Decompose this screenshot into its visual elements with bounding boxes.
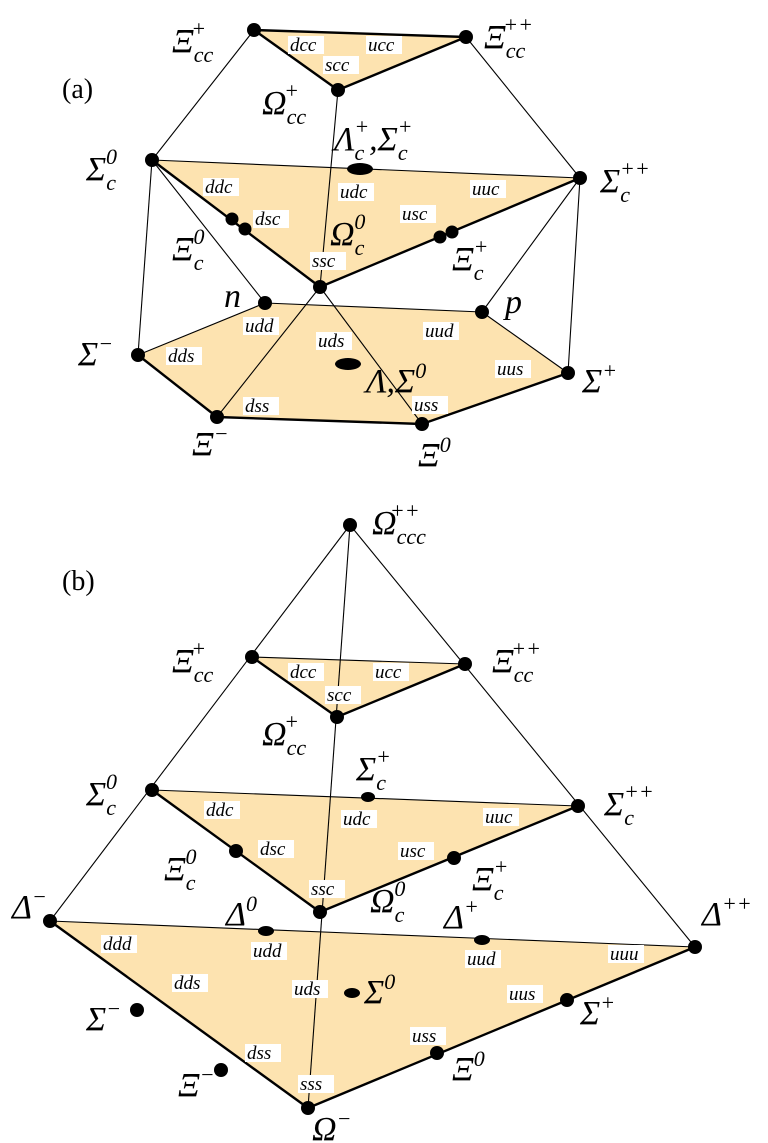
particle-name: Σ+	[579, 990, 615, 1032]
quark-label: dcc	[290, 662, 317, 683]
particle-name: n	[224, 278, 241, 315]
quark-label: dss	[247, 1043, 271, 1064]
quark-label: ssc	[312, 251, 336, 272]
quark-label: uus	[497, 359, 523, 380]
quark-label: usc	[402, 204, 428, 225]
quark-label: uud	[467, 949, 496, 970]
panel-label-b: (b)	[62, 566, 95, 597]
quark-label: uss	[414, 395, 438, 416]
particle-name: Ξcc+	[172, 636, 213, 687]
particle-name: Σc0	[85, 144, 117, 195]
particle-name: Ξcc++	[492, 636, 541, 687]
particle-name: Σc++	[603, 779, 654, 830]
panel-a-quark-labels: dcc ucc scc udc ddc dsc usc uuc ssc udd …	[166, 35, 531, 417]
particle-name: Λc+,Σc+	[331, 114, 413, 165]
particle-name: Δ+	[442, 894, 479, 936]
particle-name: Ξc+	[452, 234, 488, 285]
particle-name: Ωccc++	[372, 498, 426, 549]
quark-label: ucc	[375, 662, 402, 683]
panel-a: dcc ucc scc udc ddc dsc usc uuc ssc udd …	[62, 12, 650, 474]
quark-label: uud	[425, 321, 454, 342]
quark-label: dsc	[260, 839, 286, 860]
quark-label: ddc	[205, 177, 233, 198]
quark-label: uuu	[610, 944, 639, 965]
quark-label: dcc	[290, 35, 317, 56]
particle-name: Ξc0	[164, 844, 197, 895]
particle-name: Ωcc+	[262, 78, 306, 129]
particle-name: Σ0	[363, 969, 395, 1011]
particle-name: Ωc0	[370, 876, 405, 927]
quark-label: dss	[245, 396, 269, 417]
quark-label: dds	[168, 346, 194, 367]
quark-label: uds	[318, 331, 344, 352]
panel-a-dots	[131, 23, 587, 431]
panel-label-a: (a)	[62, 74, 93, 105]
particle-name: Ξ−	[192, 421, 229, 463]
quark-label: sss	[300, 1074, 322, 1095]
particle-name: Ω−	[312, 1106, 351, 1143]
particle-name: Ξ−	[178, 1062, 215, 1104]
particle-name: Δ++	[700, 891, 752, 933]
particle-name: Σc+	[355, 744, 391, 795]
quark-label: scc	[327, 685, 352, 706]
particle-name: Λ,Σ0	[363, 358, 426, 400]
quark-label: dsc	[255, 209, 281, 230]
quark-label: udd	[253, 941, 282, 962]
quark-label: udc	[343, 809, 371, 830]
panel-a-particle-names: Ξcc+ Ξcc++ Ωcc+ Λc+,Σc+ Σc0 Σc++ Ωc0 Ξc0	[77, 12, 650, 474]
quark-label: ddc	[206, 800, 234, 821]
particle-name: Ωcc+	[262, 709, 306, 760]
particle-name: Ξ0	[418, 432, 451, 474]
panel-a-thin-edges	[137, 29, 581, 425]
quark-label: uss	[412, 1026, 436, 1047]
panel-b-particle-names: Ωccc++ Ξcc+ Ξcc++ Ωcc+ Σc+ Σc0 Σc++ Ξc0	[10, 498, 752, 1143]
particle-name: Σc0	[85, 769, 117, 820]
quark-label: ucc	[368, 35, 395, 56]
quark-label: uus	[509, 984, 535, 1005]
quark-label: ddd	[103, 934, 132, 955]
particle-name: Σ+	[581, 358, 617, 400]
particle-name: Δ0	[224, 891, 257, 933]
panel-b-middle-face	[152, 790, 578, 912]
quark-label: ssc	[311, 879, 335, 900]
panel-b-quark-labels: dcc ucc scc udc ddc uuc dsc usc ssc udd …	[101, 662, 644, 1095]
quark-label: uuc	[472, 179, 500, 200]
particle-name: Δ−	[10, 884, 47, 926]
quark-label: scc	[325, 55, 350, 76]
quark-label: dds	[174, 973, 200, 994]
particle-name: Ξ0	[452, 1046, 485, 1088]
particle-name: Ξcc++	[484, 12, 533, 63]
particle-name: Ξc0	[172, 224, 205, 275]
quark-label: usc	[400, 841, 426, 862]
quark-label: udd	[245, 316, 274, 337]
particle-name: Ξc+	[472, 854, 508, 905]
particle-name: Σ−	[77, 331, 113, 373]
particle-name: Ωc0	[330, 209, 365, 260]
panel-b-bottom-face	[50, 921, 695, 1108]
quark-label: uds	[294, 979, 320, 1000]
panel-b-dots	[43, 518, 702, 1115]
particle-name: Ξcc+	[172, 16, 213, 67]
quark-label: uuc	[485, 807, 513, 828]
particle-name: Σc++	[599, 156, 650, 207]
particle-name: p	[503, 284, 522, 321]
panel-b: dcc ucc scc udc ddc uuc dsc usc ssc udd …	[10, 498, 752, 1143]
particle-name: Σ−	[85, 996, 121, 1038]
quark-label: udc	[340, 182, 368, 203]
